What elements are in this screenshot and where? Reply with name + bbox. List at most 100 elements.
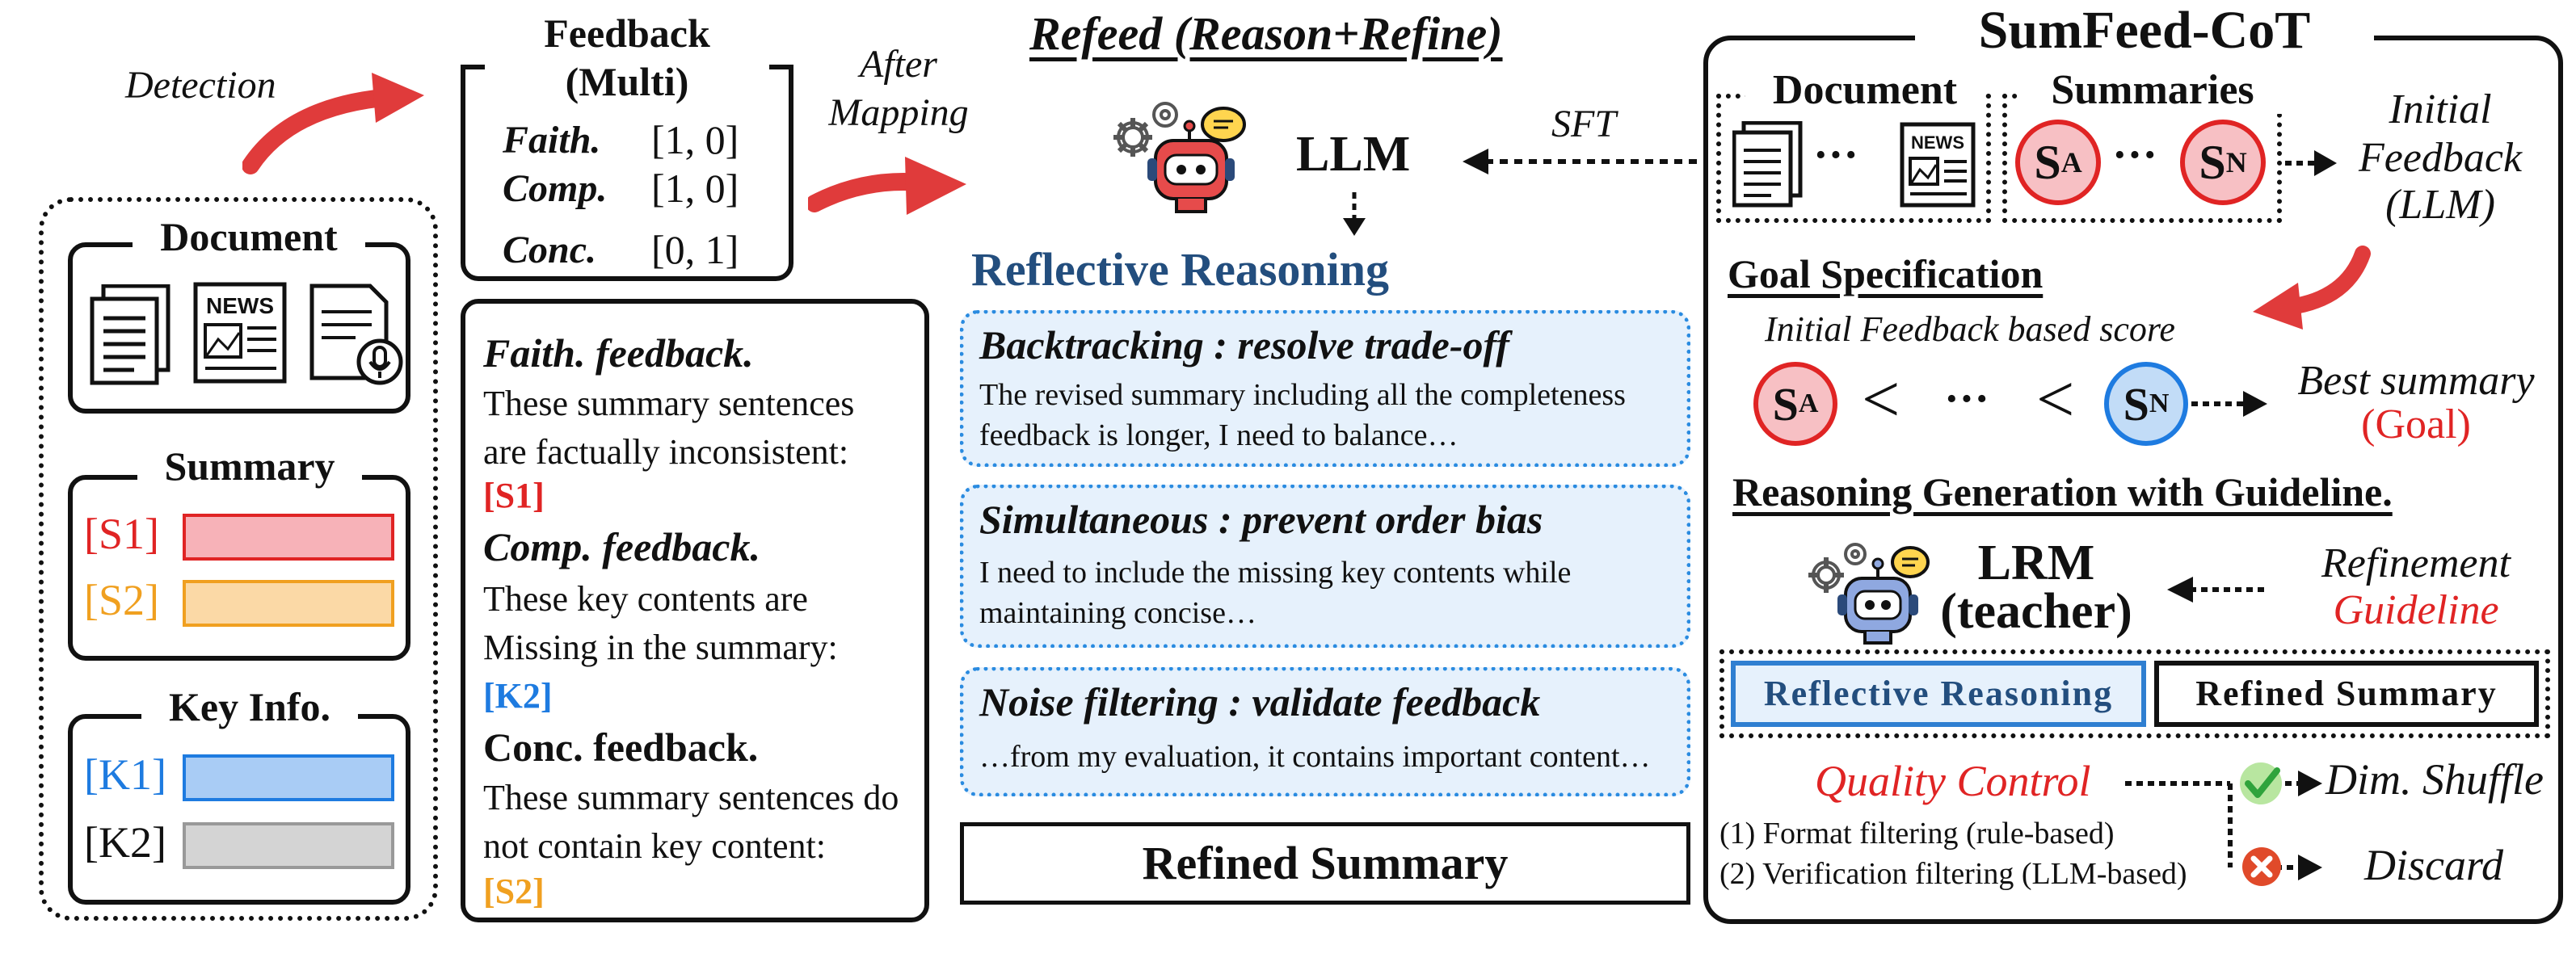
goal-less-than-1: < [1862, 362, 1900, 437]
goal-spec-arrow [2253, 246, 2371, 330]
faith-feedback-title: Faith. feedback. [483, 330, 754, 376]
goal-sa: S [1772, 377, 1799, 430]
out-reflective-box: Reflective Reasoning [1731, 661, 2146, 727]
feedback-multi-top-right [769, 65, 793, 69]
feedback-vec-faith: [1, 0] [651, 117, 739, 162]
dim-shuffle-label: Dim. Shuffle [2326, 755, 2544, 804]
faith-feedback-tag: [S1] [483, 476, 545, 515]
feedback-text-box [461, 299, 929, 922]
goal-sa-sub: A [1798, 388, 1819, 418]
comp-feedback-body: These key contents are Missing in the su… [483, 579, 838, 667]
keyinfo-item-k1-label: [K1] [84, 750, 166, 799]
sft-arrow [1463, 149, 1707, 174]
out-refined-label: Refined Summary [2195, 674, 2498, 713]
quality-control-label: Quality Control [1815, 757, 2091, 805]
bubble-backtracking-body: The revised summary including all the co… [979, 378, 1626, 452]
keyinfo-item-k1-bar [183, 754, 394, 801]
mapping-label-2: Mapping [828, 91, 969, 134]
initial-score-label: Initial Feedback based score [1765, 309, 2175, 349]
refeed-llm-label: LLM [1296, 127, 1411, 182]
robot-icon [1113, 102, 1246, 213]
bubble-backtracking [960, 310, 1690, 467]
goal-label: (Goal) [2361, 401, 2471, 447]
input-panel [39, 197, 438, 921]
initial-feedback-arrow [2285, 150, 2337, 176]
filter-1-label: (1) Format filtering (rule-based) [1719, 817, 2115, 850]
sumfeed-document-icon [1732, 121, 1803, 208]
summary-item-s1-bar [183, 514, 394, 561]
conc-feedback-tag: [S2] [483, 872, 545, 911]
conc-feedback-body: These summary sentences do not contain k… [483, 778, 899, 866]
speech-document-icon [309, 284, 403, 385]
goal-spec-heading: Goal Specification [1728, 251, 2044, 296]
feedback-multi-box [461, 65, 793, 281]
sumfeed-summary-sn-sub: N [2225, 146, 2247, 178]
feedback-multi-title-1: Feedback [544, 10, 710, 56]
best-summary-label: Best summary [2297, 358, 2535, 404]
summary-item-s2-label: [S2] [84, 576, 159, 624]
conc-feedback-title: Conc. feedback. [483, 724, 759, 770]
guideline-arrow [2167, 577, 2267, 603]
feedback-dim-faith: Faith. [503, 119, 601, 162]
goal-sn-sub: N [2149, 388, 2170, 418]
summary-item-s1-label: [S1] [84, 510, 159, 558]
discard-label: Discard [2364, 841, 2503, 889]
input-keyinfo-box [68, 714, 410, 905]
refinement-label: Refinement [2321, 540, 2511, 586]
lrm-robot-icon [1808, 543, 1930, 645]
sumfeed-summaries-dots: ··· [2112, 130, 2158, 180]
refeed-refined-summary-box: Refined Summary [960, 822, 1690, 905]
reflective-reasoning-heading: Reflective Reasoning [971, 243, 1390, 296]
goal-less-than-2: < [2036, 362, 2075, 437]
input-summary-title: Summary [137, 443, 362, 489]
comp-feedback-tag: [K2] [483, 676, 553, 716]
goal-sn: S [2123, 377, 2149, 430]
faith-feedback-body: These summary sentences are factually in… [483, 384, 855, 472]
detection-label: Detection [125, 64, 276, 107]
mapping-label-1: After [860, 43, 937, 86]
news-icon-label: NEWS [206, 293, 274, 318]
sft-label: SFT [1551, 103, 1617, 145]
out-reflective-label: Reflective Reasoning [1763, 674, 2114, 713]
goal-dots: ··· [1944, 374, 1990, 424]
sumfeed-document-dots: ··· [1813, 130, 1859, 180]
document-icon [90, 284, 170, 385]
feedback-dim-comp: Comp. [503, 167, 608, 210]
feedback-vec-conc: [0, 1] [651, 227, 739, 272]
bubble-simultaneous [960, 485, 1690, 648]
bubble-noise-filtering [960, 667, 1690, 796]
mapping-arrow [808, 157, 966, 215]
refeed-refined-summary: Refined Summary [1142, 837, 1509, 889]
bubble-noise-filtering-title: Noise filtering : validate feedback [979, 679, 1541, 724]
lrm-teacher-label: (teacher) [1940, 584, 2132, 639]
sumfeed-news-icon-label: NEWS [1911, 132, 1964, 153]
check-icon [2240, 762, 2282, 804]
feedback-multi-top-left [461, 65, 485, 69]
news-icon: NEWS [193, 282, 287, 384]
keyinfo-item-k2-label: [K2] [84, 818, 166, 867]
llm-down-arrow [1343, 192, 1366, 236]
input-summary-box [68, 475, 410, 661]
filter-2-label: (2) Verification filtering (LLM-based) [1719, 857, 2187, 891]
feedback-dim-conc: Conc. [503, 229, 597, 271]
feedback-multi-title-2: (Multi) [565, 59, 689, 104]
sumfeed-summary-sn: S [2199, 135, 2226, 189]
sumfeed-title: SumFeed-CoT [1915, 0, 2374, 61]
initial-feedback-line3: (LLM) [2385, 182, 2495, 228]
discard-x-icon [2242, 847, 2281, 886]
sumfeed-summaries-title: Summaries [2020, 66, 2285, 114]
detection-arrow [242, 73, 424, 174]
summary-item-s2-bar [183, 580, 394, 627]
keyinfo-item-k2-bar [183, 822, 394, 869]
bubble-simultaneous-body: I need to include the missing key conten… [979, 556, 1572, 630]
lrm-output-group [1719, 649, 2550, 738]
sumfeed-summary-sa-sub: A [2060, 146, 2082, 178]
best-summary-arrow [2191, 391, 2267, 417]
bubble-simultaneous-title: Simultaneous : prevent order bias [979, 497, 1543, 542]
sumfeed-document-title: Document [1745, 66, 1985, 114]
guideline-label: Guideline [2333, 587, 2499, 633]
